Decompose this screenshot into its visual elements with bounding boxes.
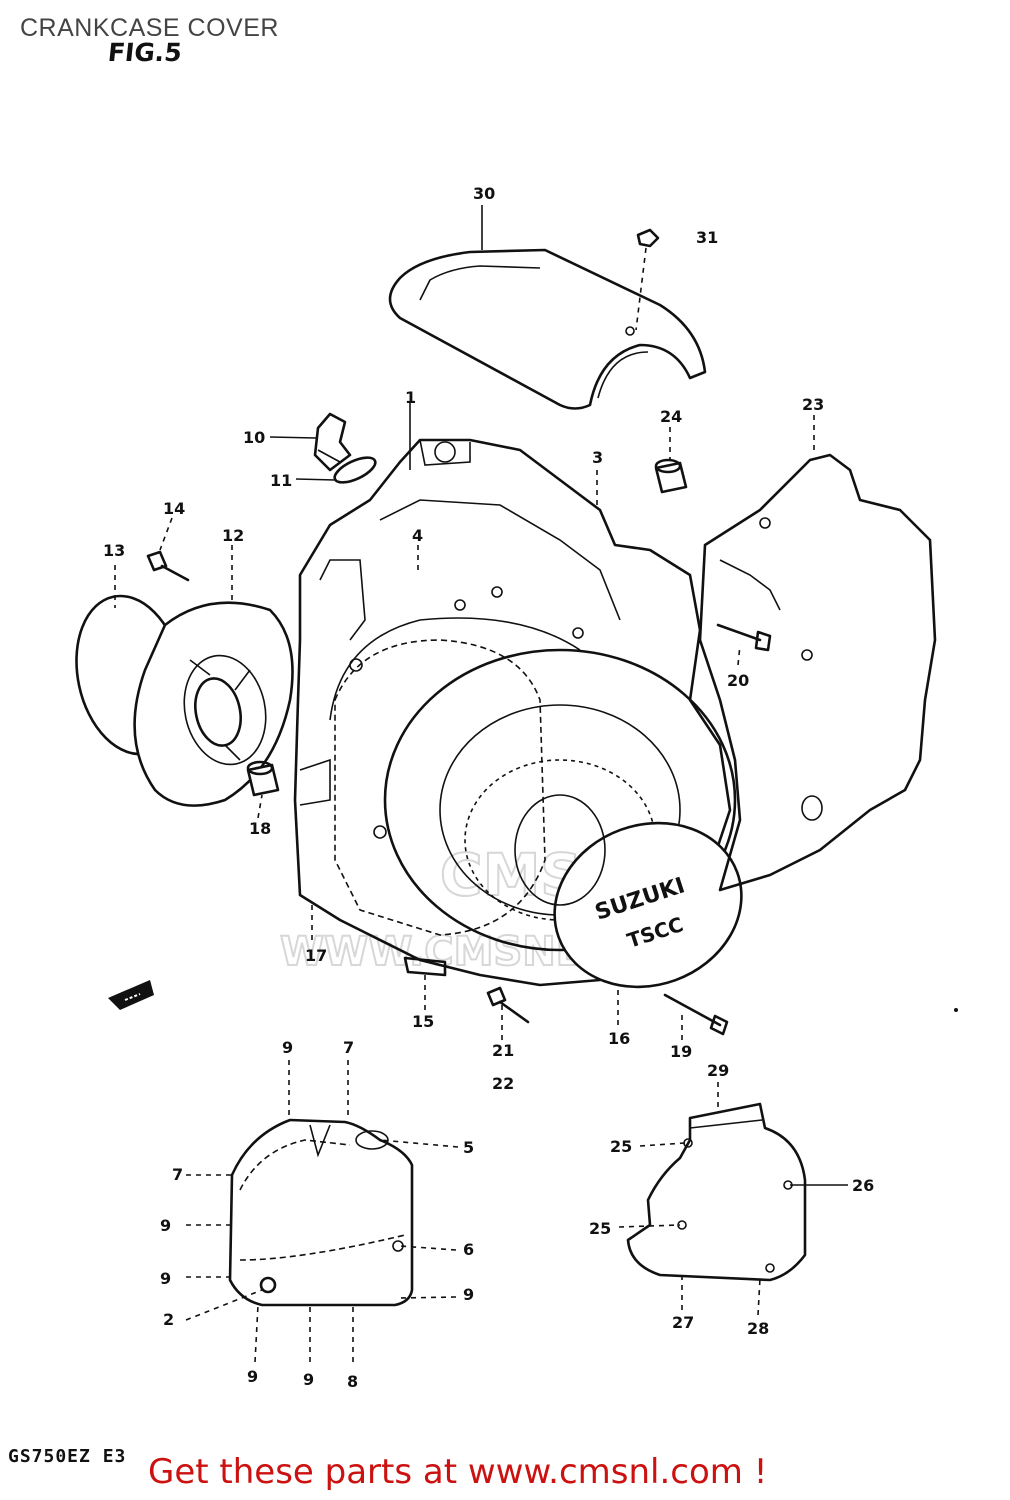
clutch-inspection-cover: SUZUKI TSCC <box>514 794 743 989</box>
bolt-19 <box>663 993 729 1036</box>
callout-7-left: 7 <box>172 1165 183 1184</box>
callout-1: 1 <box>405 388 416 407</box>
rear-housing <box>698 453 937 892</box>
callout-9-bottom-b: 9 <box>303 1370 314 1389</box>
callout-21: 21 <box>492 1041 514 1060</box>
callout-2: 2 <box>163 1310 174 1329</box>
crankcase-main-body <box>293 438 737 987</box>
callout-9-left-a: 9 <box>160 1216 171 1235</box>
callout-17: 17 <box>305 946 327 965</box>
callout-5: 5 <box>463 1138 474 1157</box>
bolt-21 <box>486 986 530 1024</box>
front-direction-arrow-icon <box>108 980 154 1010</box>
diagram-title: CRANKCASE COVER <box>20 14 279 42</box>
callout-9-top: 9 <box>282 1038 293 1057</box>
callout-20: 20 <box>727 671 749 690</box>
callout-16: 16 <box>608 1029 630 1048</box>
callout-28: 28 <box>747 1319 769 1338</box>
bracket-15 <box>403 956 447 977</box>
callout-labels: 30 31 1 23 24 10 3 11 14 4 12 13 20 18 1… <box>103 184 874 1391</box>
top-cover-plate <box>388 248 707 410</box>
callout-23: 23 <box>802 395 824 414</box>
model-code: GS750EZ E3 <box>8 1446 127 1467</box>
dowel-pin-24 <box>654 458 688 494</box>
callout-9-left-b: 9 <box>160 1269 171 1288</box>
callout-3: 3 <box>592 448 603 467</box>
callout-9-right: 9 <box>463 1285 474 1304</box>
callout-24: 24 <box>660 407 682 426</box>
callout-14: 14 <box>163 499 185 518</box>
callout-29: 29 <box>707 1061 729 1080</box>
callout-27: 27 <box>672 1313 694 1332</box>
callout-25-upper: 25 <box>610 1137 632 1156</box>
gasket-assembly <box>228 1118 414 1307</box>
bolt-14 <box>146 550 190 582</box>
callout-31: 31 <box>696 228 718 247</box>
callout-15: 15 <box>412 1012 434 1031</box>
callout-30: 30 <box>473 184 495 203</box>
callout-22: 22 <box>492 1074 514 1093</box>
callout-11: 11 <box>270 471 292 490</box>
callout-4: 4 <box>412 526 423 545</box>
callout-7-top: 7 <box>343 1038 354 1057</box>
callout-26: 26 <box>852 1176 874 1195</box>
screw-31 <box>635 228 660 331</box>
bolt-20 <box>716 623 772 652</box>
callout-13: 13 <box>103 541 125 560</box>
callout-9-bottom-a: 9 <box>247 1367 258 1386</box>
oil-filler-cap <box>269 412 377 484</box>
stray-dot <box>954 1008 958 1012</box>
small-gasket <box>626 1102 807 1282</box>
callout-6: 6 <box>463 1240 474 1259</box>
callout-12: 12 <box>222 526 244 545</box>
callout-25-lower: 25 <box>589 1219 611 1238</box>
callout-18: 18 <box>249 819 271 838</box>
callout-10: 10 <box>243 428 265 447</box>
generator-cover <box>75 594 294 807</box>
callout-19: 19 <box>670 1042 692 1061</box>
dowel-pin-18 <box>246 760 280 797</box>
leader-lines <box>114 205 848 1363</box>
callout-8: 8 <box>347 1372 358 1391</box>
promo-link[interactable]: Get these parts at www.cmsnl.com ! <box>148 1452 768 1492</box>
